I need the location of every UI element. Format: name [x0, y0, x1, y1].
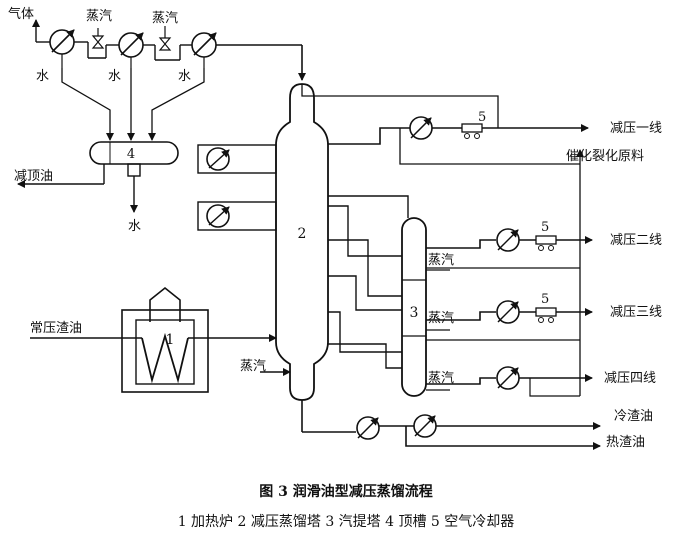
- reflux-coolers-left: [197, 144, 277, 231]
- label-hot-residue: 热渣油: [606, 435, 645, 450]
- air-cooler-line3-icon: [535, 307, 557, 317]
- drain-lines-to-drum: [61, 68, 205, 141]
- label-cat-feed: 催化裂化原料: [566, 149, 644, 164]
- label-line-1: 减压一线: [610, 121, 662, 136]
- label-heater-number: 1: [166, 332, 175, 348]
- label-line-3: 减压三线: [610, 305, 662, 320]
- top-condenser-bank: [32, 19, 306, 81]
- air-cooler-line2-icon: [535, 235, 557, 245]
- label-water-out: 水: [128, 219, 141, 234]
- label-cold-residue: 冷渣油: [614, 409, 653, 424]
- label-steam-stripper-3: 蒸汽: [428, 371, 454, 386]
- top-drum-4: [17, 141, 179, 213]
- steam-ejector-2-icon: [158, 37, 172, 51]
- residue-cooler-1-icon: [356, 416, 380, 440]
- label-stripper-number: 3: [410, 305, 419, 321]
- reflux-cooler-1-icon: [206, 147, 230, 171]
- label-steam-top-1: 蒸汽: [86, 9, 112, 24]
- label-cooler-5a: 5: [478, 110, 486, 125]
- side-draw-lines: [328, 195, 409, 369]
- label-line-4: 减压四线: [604, 371, 656, 386]
- reflux-cooler-2-icon: [206, 204, 230, 228]
- label-tower-number: 2: [298, 226, 307, 242]
- line-3-system: [426, 300, 593, 341]
- figure-legend: 1 加热炉 2 减压蒸馏塔 3 汽提塔 4 顶槽 5 空气冷却器: [178, 514, 515, 530]
- label-drum-number: 4: [127, 147, 135, 162]
- residue-lines: [302, 414, 601, 450]
- label-cooler-5b: 5: [541, 220, 549, 235]
- label-steam-stripper-1: 蒸汽: [428, 253, 454, 268]
- label-line-2: 减压二线: [610, 233, 662, 248]
- label-water-3: 水: [178, 69, 191, 84]
- label-gas: 气体: [8, 6, 34, 22]
- steam-ejector-1-icon: [91, 35, 105, 49]
- label-top-oil: 减顶油: [14, 169, 53, 184]
- label-feed: 常压渣油: [30, 321, 82, 336]
- label-water-2: 水: [108, 69, 121, 84]
- line-2-system: [426, 228, 593, 269]
- heater-1: [30, 286, 277, 393]
- label-steam-stripper-2: 蒸汽: [428, 311, 454, 326]
- line-1-system: [301, 84, 589, 396]
- line-4-system: [426, 366, 593, 397]
- label-steam-top-2: 蒸汽: [152, 11, 178, 26]
- stripper-3: [401, 217, 427, 397]
- vacuum-tower-2: [275, 83, 329, 432]
- figure-title: 图 3 润滑油型减压蒸馏流程: [259, 483, 433, 500]
- air-cooler-line1-icon: [461, 123, 483, 133]
- label-steam-bottom: 蒸汽: [240, 359, 266, 374]
- label-cooler-5c: 5: [541, 292, 549, 307]
- label-water-1: 水: [36, 69, 49, 84]
